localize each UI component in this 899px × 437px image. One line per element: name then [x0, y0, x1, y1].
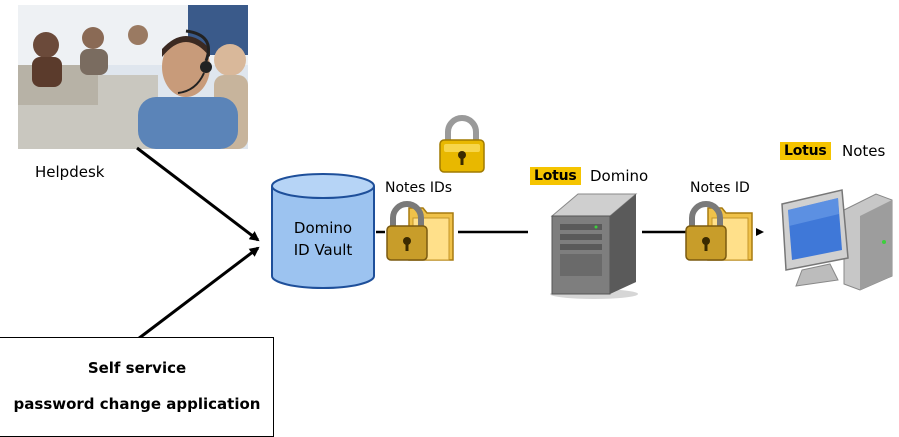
id-vault-cylinder — [271, 173, 375, 289]
padlock-icon — [439, 115, 485, 173]
domino-lotus-logo: Lotus — [530, 167, 581, 185]
self-service-line1: Self service — [87, 359, 187, 377]
domino-label: Domino — [590, 167, 649, 185]
notes-client-computer-icon — [781, 189, 893, 291]
notes-lotus-logo: Lotus — [780, 142, 831, 160]
domino-server-icon — [550, 193, 638, 299]
self-service-box: Self service password change application — [0, 337, 274, 437]
notes-label: Notes — [842, 142, 886, 160]
helpdesk-photo — [18, 5, 248, 149]
to-client-arrowhead — [756, 228, 764, 236]
helpdesk-label: Helpdesk — [35, 163, 105, 181]
self-service-arrow — [129, 246, 260, 347]
vault-label-line1: Domino — [293, 219, 353, 237]
locked-notes-id-icon — [685, 201, 753, 261]
self-service-line2: password change application — [13, 395, 261, 413]
vault-label-line2: ID Vault — [293, 241, 353, 259]
locked-id-folder-icon — [386, 201, 454, 261]
notes-ids-label: Notes IDs — [385, 180, 453, 196]
notes-id-label: Notes ID — [690, 180, 750, 196]
helpdesk-arrow — [136, 146, 260, 242]
